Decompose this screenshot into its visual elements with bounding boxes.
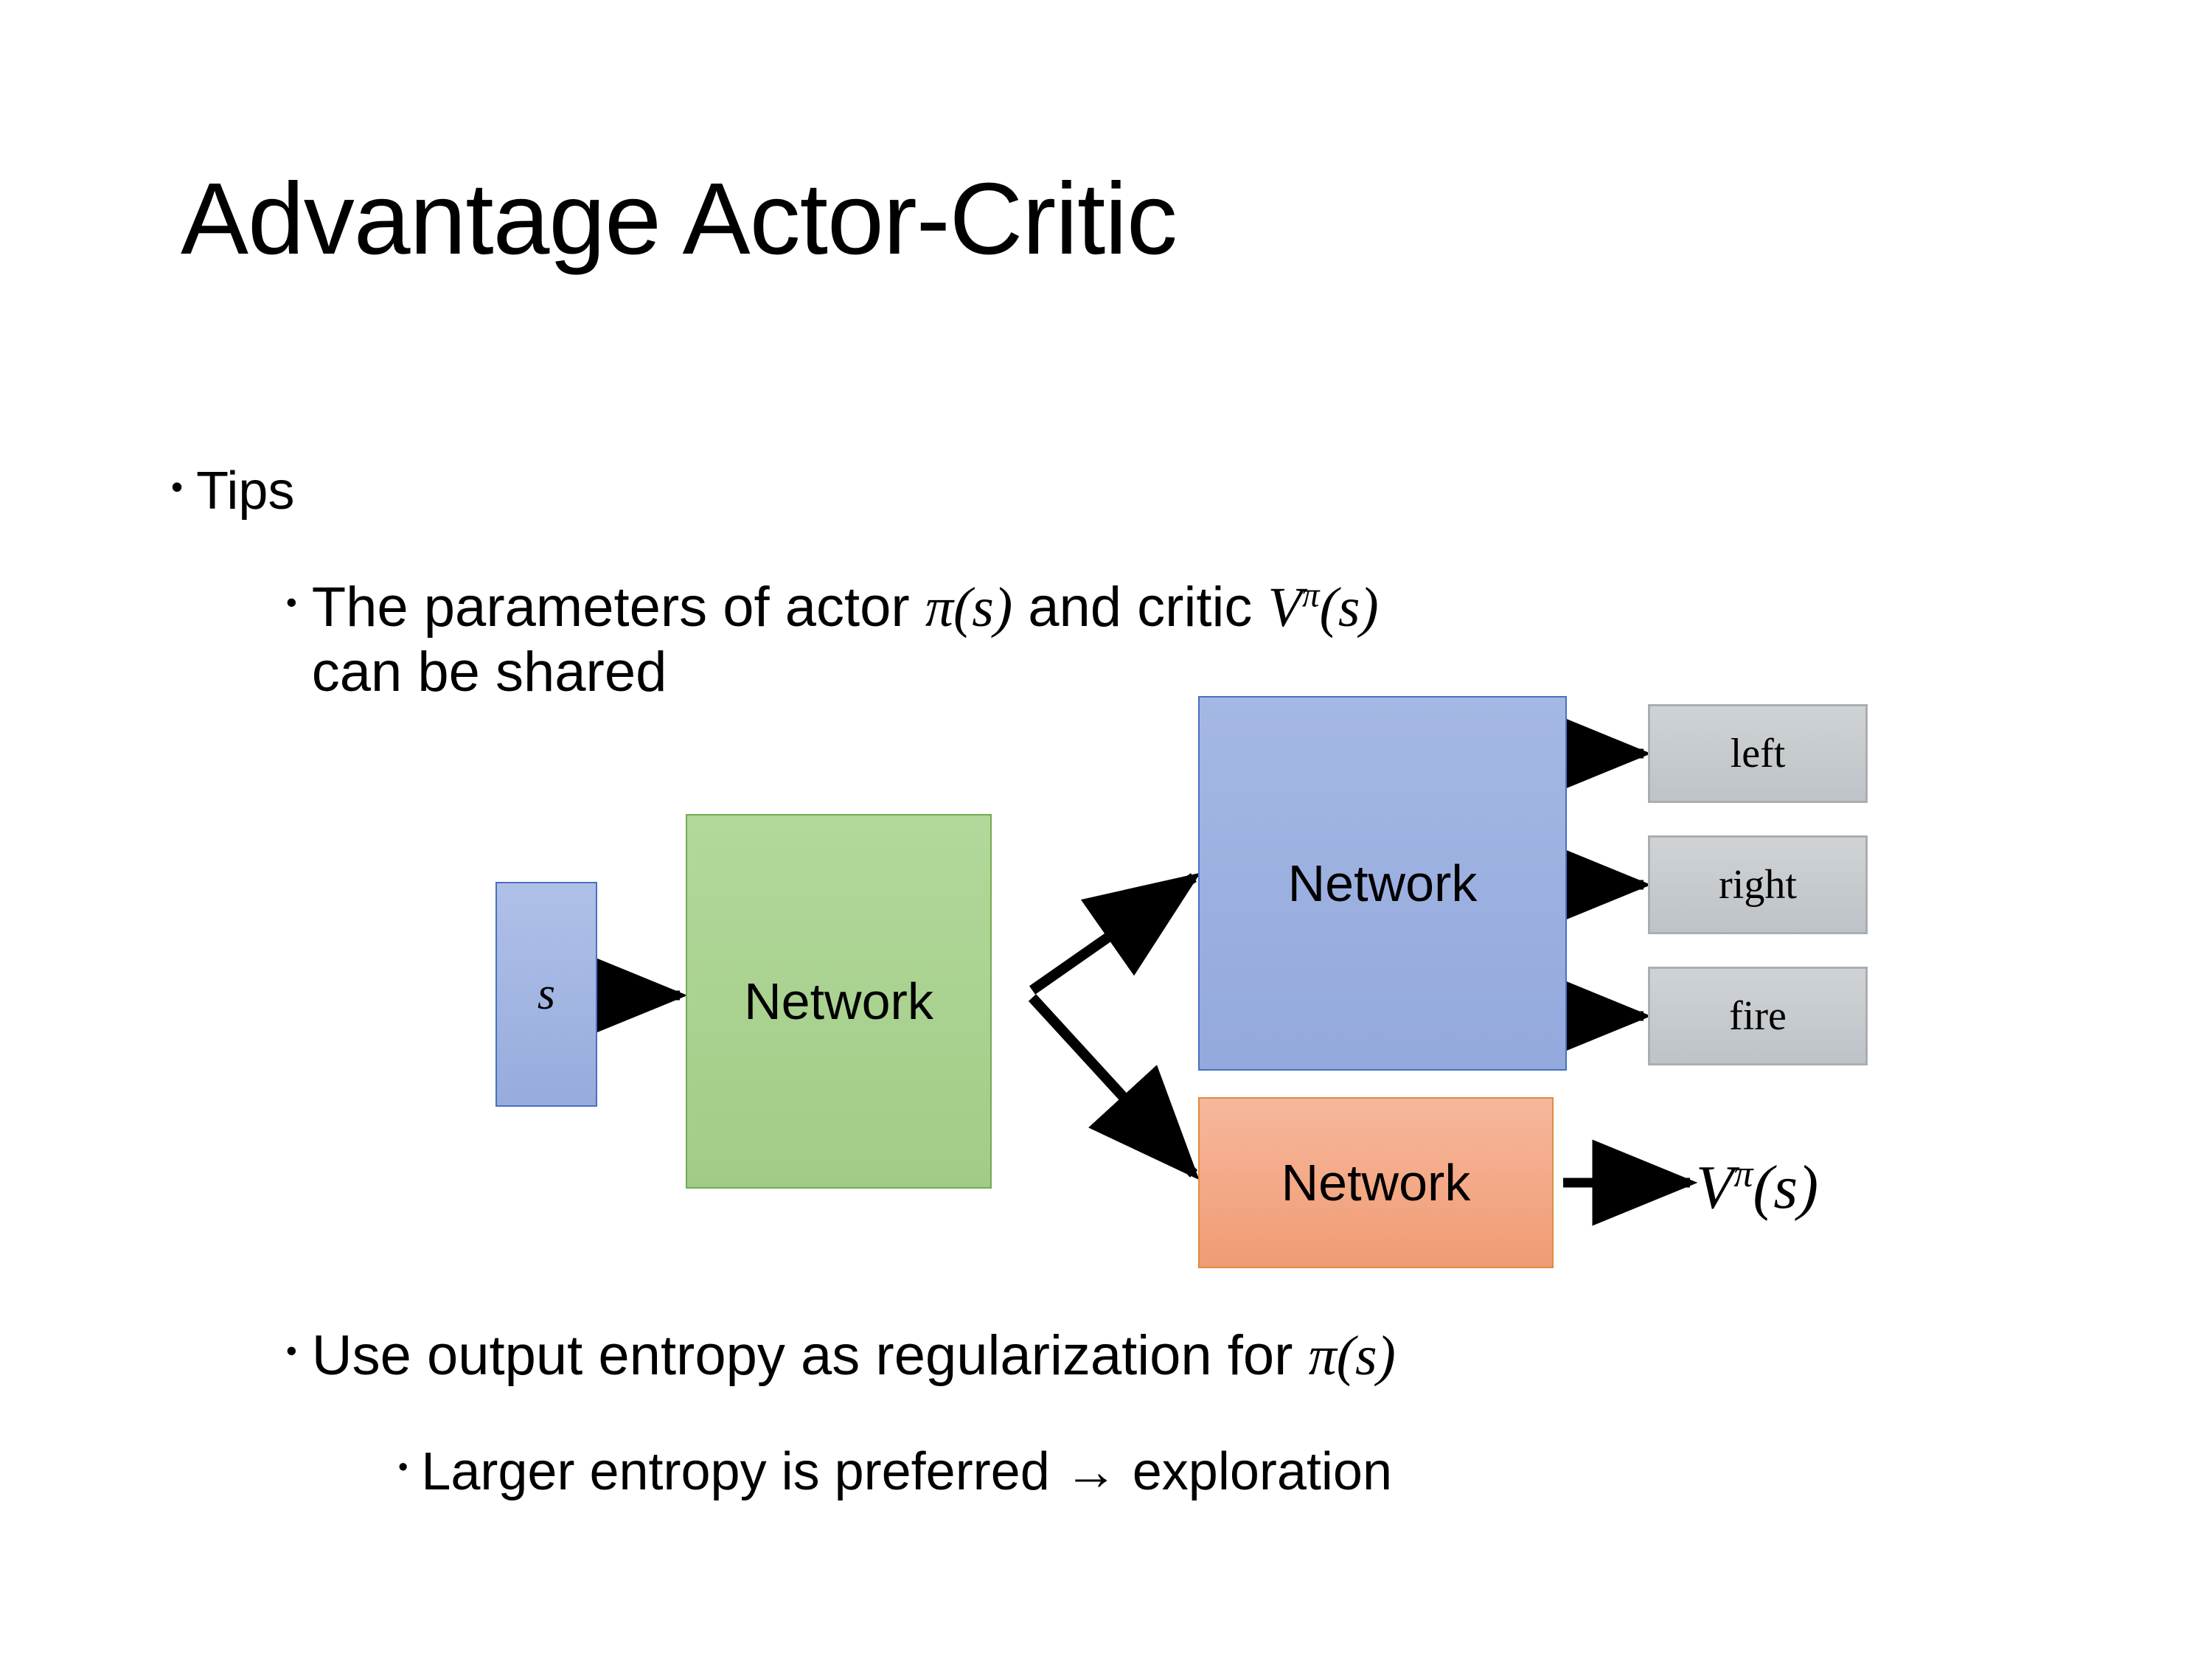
bullet-tips-label: Tips [196, 462, 295, 521]
value-v-symbol: V [1696, 1153, 1734, 1222]
actor-pi-arg: (s) [953, 577, 1013, 639]
state-input-box: s [495, 882, 597, 1107]
action-output-left-label: left [1730, 731, 1786, 776]
params-middle: and critic [1012, 576, 1268, 639]
shared-network-box: Network [686, 814, 992, 1189]
bullet-entropy-text: Use output entropy as regularization for… [312, 1324, 1396, 1388]
params-prefix: The parameters of actor [311, 576, 925, 639]
bullet-larger-entropy: • Larger entropy is preferred → explorat… [398, 1441, 1392, 1502]
actor-pi-symbol: π [925, 577, 953, 639]
entropy-pi-symbol: π [1308, 1325, 1337, 1387]
arrow-shared-to-actor [1029, 872, 1201, 995]
value-pi-superscript: π [1733, 1153, 1753, 1195]
bullet-marker-icon: • [286, 1333, 297, 1368]
critic-v-symbol: V [1267, 577, 1302, 639]
bullet-larger-entropy-label: Larger entropy is preferred → exploratio… [421, 1442, 1392, 1501]
action-output-right-label: right [1719, 862, 1797, 908]
value-arg: (s) [1753, 1153, 1819, 1222]
action-output-right: right [1648, 835, 1868, 934]
action-output-left: left [1648, 704, 1868, 803]
state-symbol: s [537, 969, 556, 1019]
critic-network-label: Network [1281, 1154, 1471, 1211]
bullet-tips: • Tips [171, 461, 294, 521]
entropy-prefix: Use output entropy as regularization for [311, 1324, 1309, 1387]
bullet-shared-parameters-text: The parameters of actor π(s) and critic … [312, 575, 2100, 705]
bullet-marker-icon: • [286, 585, 297, 619]
bullet-entropy-regularization: • Use output entropy as regularization f… [286, 1324, 1396, 1388]
entropy-pi-arg: (s) [1336, 1325, 1396, 1387]
value-function-label: Vπ(s) [1696, 1152, 1818, 1223]
bullet-marker-icon: • [171, 467, 184, 506]
action-output-fire-label: fire [1729, 993, 1787, 1039]
critic-network-box: Network [1198, 1097, 1554, 1268]
critic-pi-superscript: π [1301, 576, 1320, 615]
arrow-shared-to-critic [1028, 994, 1200, 1180]
params-line2: can be shared [311, 641, 667, 704]
bullet-marker-icon: • [398, 1452, 408, 1483]
actor-network-box: Network [1198, 696, 1567, 1071]
page-title: Advantage Actor-Critic [181, 162, 1178, 276]
actor-network-label: Network [1287, 855, 1478, 912]
critic-v-arg: (s) [1319, 577, 1379, 639]
shared-network-label: Network [744, 973, 933, 1030]
action-output-fire: fire [1648, 967, 1868, 1065]
bullet-shared-parameters: • The parameters of actor π(s) and criti… [286, 575, 2100, 705]
